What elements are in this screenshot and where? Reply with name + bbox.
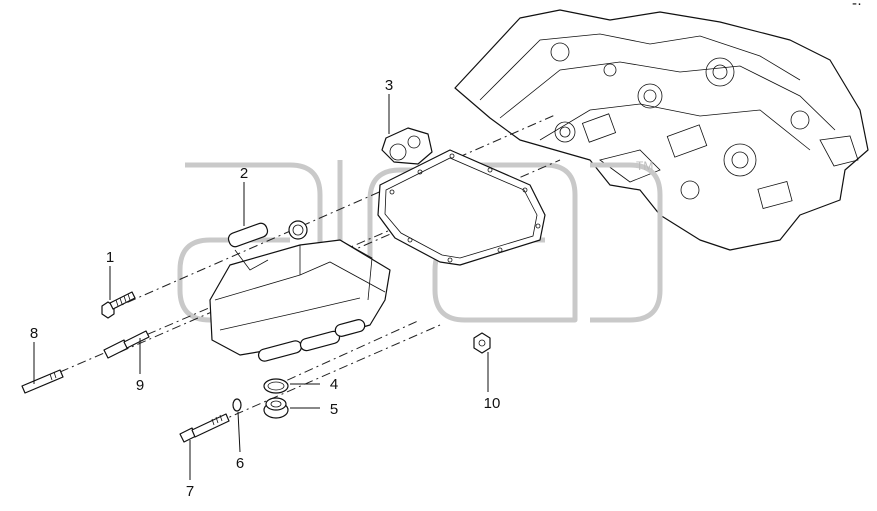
callout-7: 7 <box>186 483 194 500</box>
callout-9: 9 <box>136 377 144 394</box>
plug-5 <box>263 397 289 419</box>
corner-mark: -· <box>852 0 862 12</box>
leader-lines <box>33 94 489 480</box>
callout-labels: 1 2 3 4 5 6 7 8 9 10 <box>30 77 501 500</box>
trademark-mark: TM <box>636 159 653 173</box>
engine-block: -· <box>454 0 869 251</box>
callout-3: 3 <box>385 77 393 94</box>
stud-8 <box>21 369 64 394</box>
bolt-1 <box>101 291 136 319</box>
callout-4: 4 <box>330 376 338 393</box>
callout-10: 10 <box>484 395 501 412</box>
callout-5: 5 <box>330 401 338 418</box>
callout-8: 8 <box>30 325 38 342</box>
stud-9 <box>103 330 150 359</box>
gasket <box>377 127 546 266</box>
oil-cooler-housing <box>209 220 391 362</box>
callout-2: 2 <box>240 165 248 182</box>
nut-10 <box>473 332 491 354</box>
bolt-7 <box>179 413 230 443</box>
callout-6: 6 <box>236 455 244 472</box>
washer-6 <box>232 398 242 412</box>
callout-1: 1 <box>106 249 114 266</box>
o-ring-4 <box>263 378 289 394</box>
